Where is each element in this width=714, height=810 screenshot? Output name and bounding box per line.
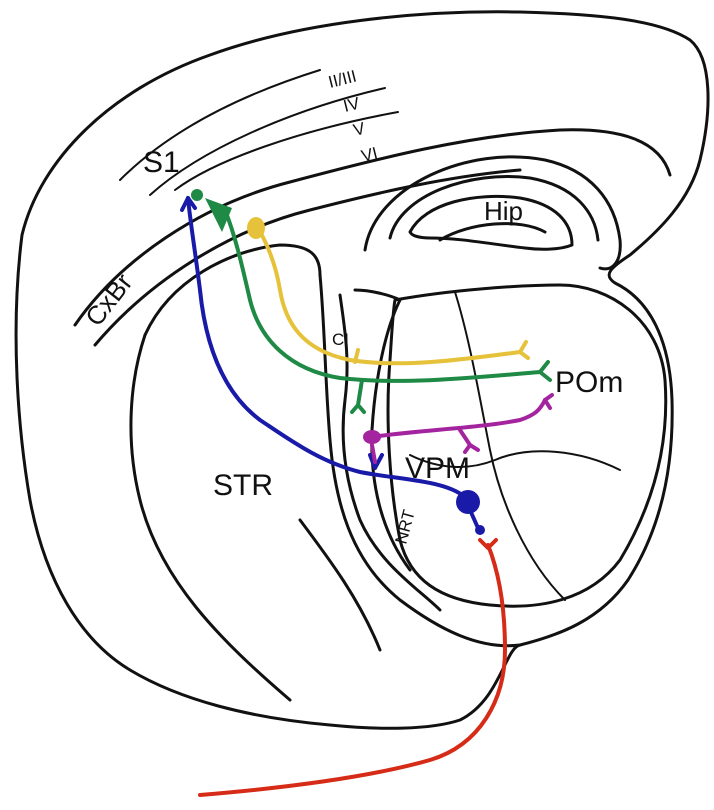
yellow-pathway-soma — [247, 217, 265, 239]
label-layer-4: IV — [341, 93, 362, 115]
striatum-bottom-boundary — [300, 520, 380, 650]
thalamus-outline — [388, 285, 666, 606]
label-s1: S1 — [143, 146, 180, 179]
label-layer-6: VI — [359, 144, 379, 166]
red-pathway-axon — [200, 545, 505, 795]
yellow-pathway-tip — [520, 342, 528, 358]
label-layer-5: V — [351, 119, 367, 140]
blue-pathway-dendrite-tip — [475, 525, 485, 535]
label-hip: Hip — [484, 196, 523, 226]
green-pathway-branch — [352, 380, 364, 412]
label-cxbr: CxBr — [79, 267, 138, 331]
label-pom: POm — [555, 366, 623, 399]
magenta-pathway-soma — [363, 430, 381, 444]
hippocampus-line — [440, 224, 545, 240]
label-vpm: VPM — [405, 452, 470, 485]
label-str: STR — [213, 469, 273, 502]
magenta-pathway-axon — [372, 400, 545, 437]
striatum-boundary — [145, 245, 320, 335]
label-layer-23: II/III — [326, 67, 358, 92]
green-pathway-tip — [540, 362, 550, 380]
blue-pathway-dendrite — [470, 510, 478, 528]
label-ci: CI — [332, 330, 349, 349]
cortex-neuron-green-dot — [191, 189, 203, 201]
lower-cortex-boundary — [131, 335, 290, 700]
blue-pathway-soma — [456, 490, 480, 514]
corpus-callosum-inner — [95, 170, 520, 345]
